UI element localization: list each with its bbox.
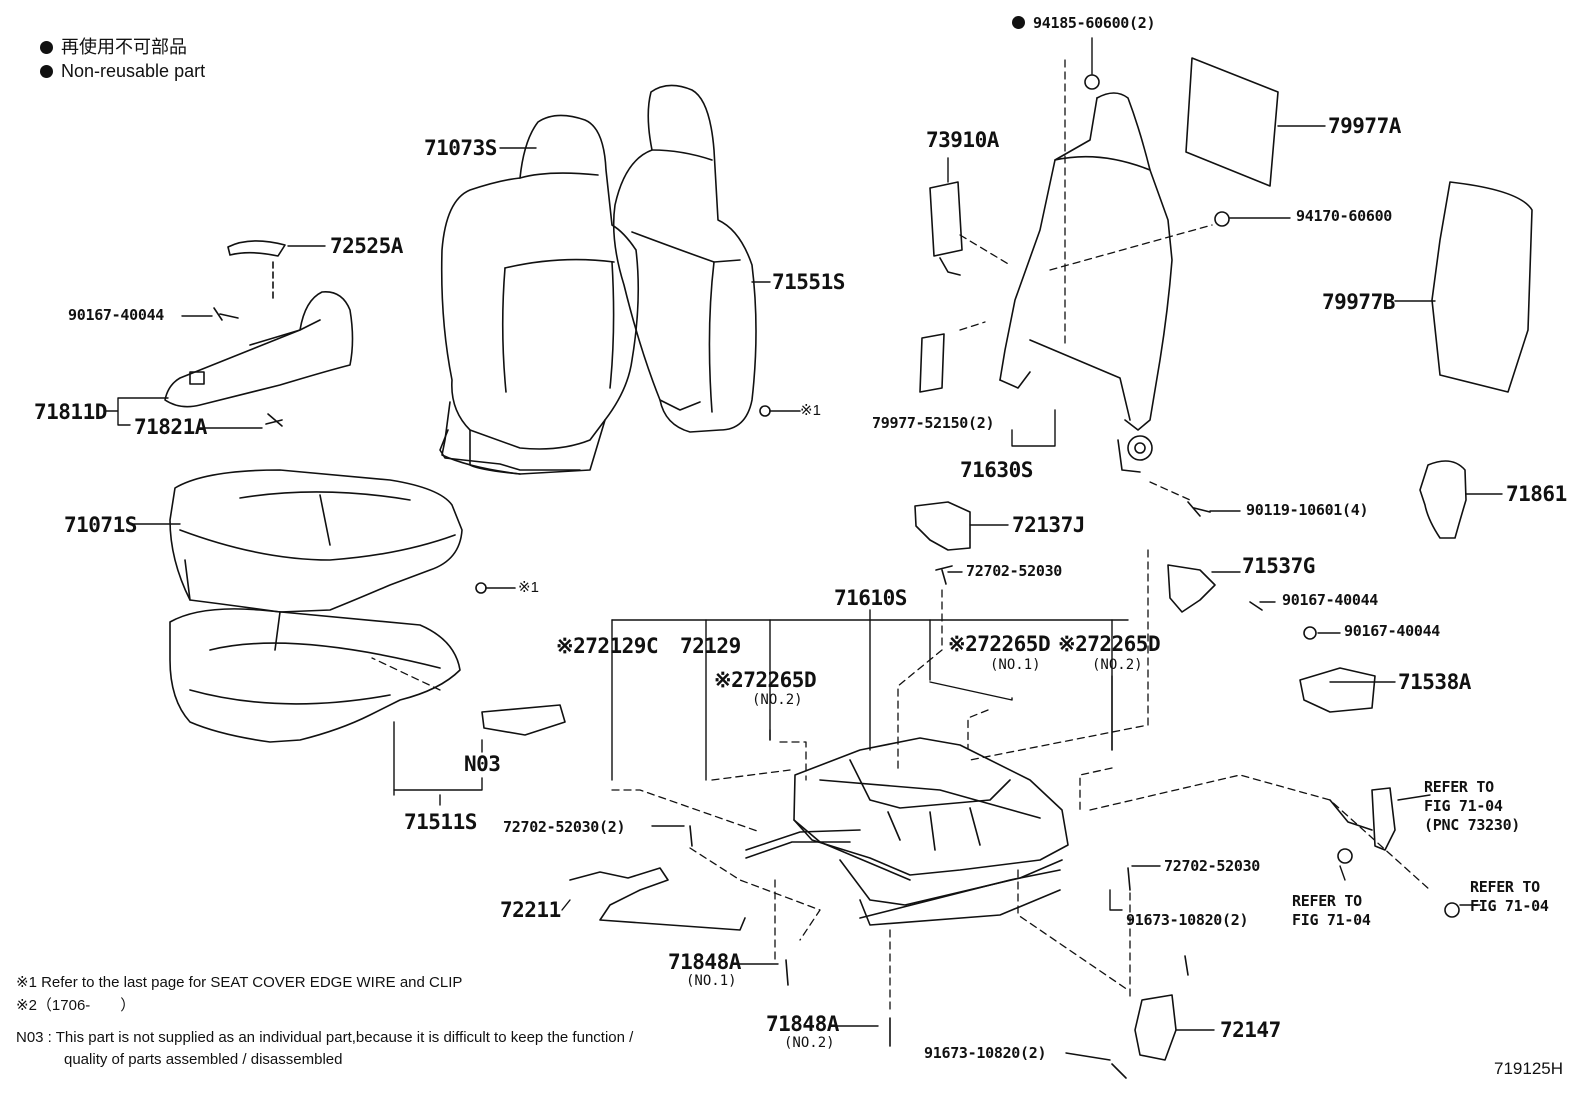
label-71511S: 71511S <box>404 810 477 834</box>
bolt-drawing <box>213 307 239 321</box>
marker-1-a: ※1 <box>800 402 821 419</box>
seatback-frame-drawing <box>999 92 1173 473</box>
label-79977A: 79977A <box>1328 114 1401 138</box>
label-71848A-no1-sub: (NO.1) <box>686 973 737 989</box>
label-91673-10820-a: 91673-10820(2) <box>1126 911 1249 929</box>
label-71811D: 71811D <box>34 400 107 424</box>
knob-drawing <box>227 240 286 257</box>
airbag-module-drawing <box>929 181 963 276</box>
refer-3-line2: FIG 71-04 <box>1470 897 1549 915</box>
board-79977B-drawing <box>1431 181 1533 393</box>
label-72702-52030-2: 72702-52030(2) <box>503 818 626 836</box>
refer-3-line1: REFER TO <box>1470 878 1540 896</box>
refer-2-line1: REFER TO <box>1292 892 1362 910</box>
leader-lines <box>103 37 1503 1061</box>
legend-jp: 再使用不可部品 <box>40 38 187 56</box>
label-71071S: 71071S <box>64 513 137 537</box>
refer-2-line2: FIG 71-04 <box>1292 911 1371 929</box>
label-72265D-no2-right: ※272265D <box>1058 632 1161 656</box>
footnote-1: ※1 Refer to the last page for SEAT COVER… <box>16 974 463 991</box>
legend-en: Non-reusable part <box>40 62 205 80</box>
fasteners-drawing <box>689 74 1460 1079</box>
part-number: 94185-60600(2) <box>1033 14 1156 32</box>
buckle-drawing <box>1329 787 1396 851</box>
clip-markers <box>475 405 801 594</box>
harness-72211-drawing <box>569 867 746 931</box>
label-71848A-no1: 71848A <box>668 950 741 974</box>
label-79977-52150: 79977-52150(2) <box>872 414 995 432</box>
label-71537G: 71537G <box>1242 554 1315 578</box>
label-91673-10820-b: 91673-10820(2) <box>924 1044 1047 1062</box>
legend-jp-text: 再使用不可部品 <box>61 37 187 57</box>
bracket-71537G-drawing <box>1167 564 1216 613</box>
seatback-cover-drawing <box>440 114 640 475</box>
seatback-pad-drawing <box>612 84 757 433</box>
label-72702-52030-a: 72702-52030 <box>966 562 1063 580</box>
label-72525A: 72525A <box>330 234 403 258</box>
refer-1-line3: (PNC 73230) <box>1424 816 1521 834</box>
label-71538A: 71538A <box>1398 670 1471 694</box>
non-reusable-dot-icon <box>40 41 53 54</box>
label-71073S: 71073S <box>424 136 497 160</box>
anchor-72147-drawing <box>1134 994 1177 1061</box>
label-71610S: 71610S <box>834 586 907 610</box>
side-shield-drawing <box>164 291 354 408</box>
label-72265D-no2-left: ※272265D <box>714 668 817 692</box>
non-reusable-dot-icon <box>1012 16 1025 29</box>
label-73910A: 73910A <box>926 128 999 152</box>
non-reusable-dot-icon <box>40 65 53 78</box>
label-sheet-drawing <box>919 333 945 393</box>
label-72211: 72211 <box>500 898 561 922</box>
marker-1-b: ※1 <box>518 579 539 596</box>
label-90167-40044-b: 90167-40044 <box>1282 591 1379 609</box>
label-71630S: 71630S <box>960 458 1033 482</box>
label-72147: 72147 <box>1220 1018 1281 1042</box>
label-94170-60600: 94170-60600 <box>1296 207 1393 225</box>
refer-1-line2: FIG 71-04 <box>1424 797 1503 815</box>
assembly-dashed-lines <box>371 59 1431 1013</box>
label-79977B: 79977B <box>1322 290 1395 314</box>
bracket-71538A-drawing <box>1299 667 1376 713</box>
refer-1-line1: REFER TO <box>1424 778 1494 796</box>
clip-drawing <box>265 413 283 427</box>
seat-cushion-cover-drawing <box>169 469 463 613</box>
figure-id: 719125H <box>1494 1059 1564 1078</box>
cover-72137J-drawing <box>914 501 971 551</box>
label-71848A-no2: 71848A <box>766 1012 839 1036</box>
label-90119-10601: 90119-10601(4) <box>1246 501 1369 519</box>
label-72129: 72129 <box>680 634 741 658</box>
label-72265D-no1: ※272265D <box>948 632 1051 656</box>
recliner-cover-drawing <box>1419 460 1467 539</box>
label-N03: N03 <box>464 752 501 776</box>
label-72265D-no2-right-sub: (NO.2) <box>1092 657 1143 673</box>
board-79977A-drawing <box>1185 57 1279 187</box>
label-72265D-no1-sub: (NO.1) <box>990 657 1041 673</box>
seat-cushion-pad-drawing <box>169 608 461 743</box>
lever-cover-drawing <box>481 704 566 736</box>
footnote-n03: N03 : This part is not supplied as an in… <box>16 1029 634 1046</box>
label-94185-60600: 94185-60600(2) <box>1012 14 1156 32</box>
label-72265D-no2-left-sub: (NO.2) <box>752 692 803 708</box>
label-71861: 71861 <box>1506 482 1567 506</box>
seatback-wire-drawing <box>439 429 581 471</box>
label-72137J: 72137J <box>1012 513 1085 537</box>
label-90167-40044-c: 90167-40044 <box>1344 622 1441 640</box>
footnote-2: ※2（1706- ） <box>16 997 136 1014</box>
footnote-n03-cont: quality of parts assembled / disassemble… <box>64 1051 343 1068</box>
legend-en-text: Non-reusable part <box>61 61 206 81</box>
label-90167-40044-a: 90167-40044 <box>68 306 165 324</box>
label-71848A-no2-sub: (NO.2) <box>784 1035 835 1051</box>
label-72129C: ※272129C <box>556 634 659 658</box>
label-71551S: 71551S <box>772 270 845 294</box>
label-72702-52030-b: 72702-52030 <box>1164 857 1261 875</box>
seat-rail-drawing <box>745 829 1061 919</box>
label-71821A: 71821A <box>134 415 207 439</box>
